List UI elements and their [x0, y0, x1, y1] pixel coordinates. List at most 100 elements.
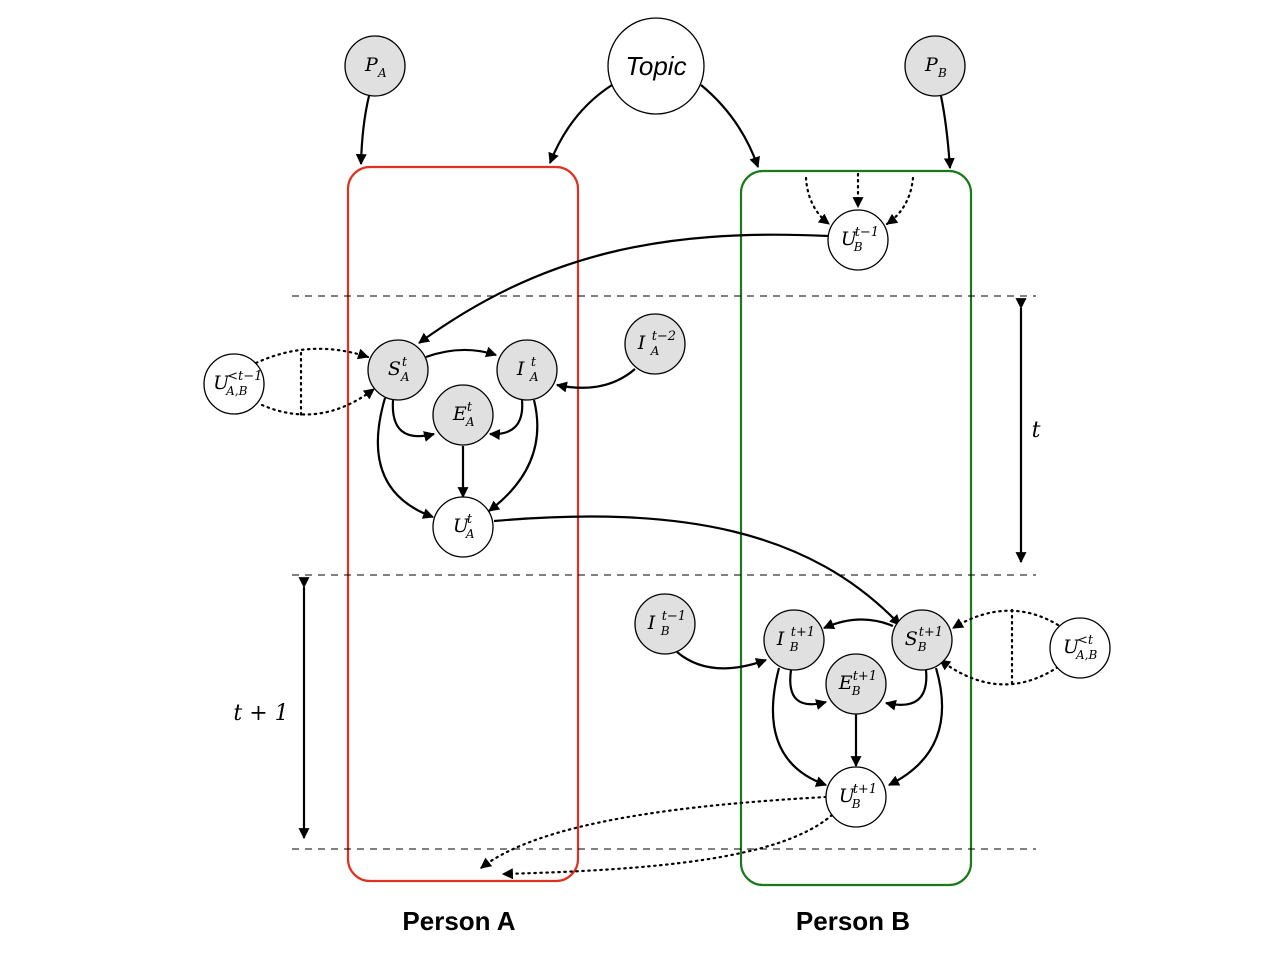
node-subscript: A	[529, 370, 539, 384]
node-subscript: B	[937, 66, 947, 80]
node-subscript: A,B	[225, 384, 247, 398]
node-circle	[344, 35, 406, 97]
dotted-edge-hist2-to-sb-top	[951, 609, 1060, 630]
dotted-edge-ub-to-a-2	[501, 813, 834, 880]
node-subscript: B	[917, 640, 927, 654]
node-variable: S	[905, 628, 918, 650]
edge-sa-to-ea	[391, 399, 436, 442]
node-u-a: UtA	[432, 496, 494, 558]
edge-ia-prev-to-ia	[555, 368, 636, 393]
edge-sb-to-ub	[888, 667, 944, 786]
time-label-t-plus-1: t + 1	[233, 701, 288, 726]
node-superscript: t+1	[853, 669, 877, 684]
node-circle	[496, 339, 558, 401]
node-u-ab-hist2: U<tA,B	[1049, 617, 1111, 679]
person-a-label: Person A	[402, 906, 515, 936]
node-variable: U	[213, 372, 230, 394]
node-subscript: B	[851, 684, 861, 698]
node-circle	[904, 35, 966, 97]
node-u-ab-hist: U<t−1A,B	[203, 353, 265, 415]
dotted-edge-hist-to-sa-bottom	[260, 387, 376, 416]
node-circle	[624, 313, 686, 375]
node-variable: I	[647, 612, 656, 634]
dotted-edge-in-ub-prev-left	[804, 176, 831, 226]
node-subscript: A	[465, 415, 475, 429]
node-subscript: A,B	[1075, 648, 1097, 662]
node-subscript: A	[465, 527, 475, 541]
node-variable: U	[841, 228, 858, 250]
node-variable: E	[452, 403, 467, 425]
node-variable: I	[516, 358, 525, 380]
topic-label: Topic	[625, 51, 686, 81]
node-variable: I	[637, 332, 646, 354]
node-superscript: <t	[1077, 633, 1094, 648]
node-subscript: B	[851, 797, 861, 811]
node-superscript: t	[467, 400, 473, 415]
edge-ib-to-ub	[771, 667, 828, 787]
node-variable: P	[364, 54, 379, 76]
person-b-label: Person B	[796, 906, 910, 936]
edge-sa-to-ua	[376, 397, 435, 519]
dotted-edge-hist2-to-sb-bottom	[938, 658, 1060, 686]
edge-ia-to-ua	[488, 399, 539, 512]
node-subscript: A	[377, 66, 387, 80]
node-superscript: t−1	[855, 225, 879, 240]
node-subscript: A	[650, 344, 660, 358]
edge-pa-to-box-a	[355, 95, 371, 166]
dotted-edge-ub-to-a-1	[479, 795, 828, 870]
edge-ub-prev-to-sa	[418, 233, 829, 344]
node-u-b: Ut+1B	[825, 766, 887, 828]
node-circle	[367, 339, 429, 401]
edge-ib-prev-to-ib	[676, 651, 768, 670]
node-subscript: B	[660, 624, 670, 638]
topic-node: Topic	[607, 17, 705, 115]
node-superscript: t−1	[662, 609, 686, 624]
node-circle	[432, 496, 494, 558]
node-subscript: A	[400, 370, 410, 384]
dotted-edge-hist-to-sa-top	[254, 347, 370, 365]
edge-topic-to-b	[700, 84, 760, 169]
node-superscript: t	[531, 355, 537, 370]
node-circle	[203, 353, 265, 415]
edge-pb-to-box-b	[939, 95, 955, 170]
node-circle	[634, 593, 696, 655]
node-subscript: B	[853, 240, 863, 254]
node-superscript: t+1	[791, 625, 815, 640]
node-superscript: t+1	[919, 625, 943, 640]
edge-sb-to-eb	[884, 669, 928, 711]
node-circle	[891, 609, 953, 671]
node-circle	[827, 209, 889, 271]
edge-ia-to-ea	[488, 399, 524, 441]
dotted-edge-in-ub-prev-right	[885, 176, 915, 226]
node-variable: E	[838, 672, 853, 694]
node-superscript: t+1	[853, 782, 877, 797]
edge-topic-to-a	[548, 84, 613, 165]
node-variable: U	[1063, 636, 1080, 658]
time-label-t: t	[1032, 418, 1041, 443]
node-superscript: <t−1	[227, 369, 262, 384]
node-variable: P	[924, 54, 939, 76]
node-circle	[825, 766, 887, 828]
node-superscript: t	[467, 512, 473, 527]
person-b-box	[739, 169, 973, 887]
node-subscript: B	[789, 640, 799, 654]
node-circle	[1049, 617, 1111, 679]
node-variable: I	[776, 628, 785, 650]
node-variable: U	[453, 515, 470, 537]
edge-ib-to-eb	[789, 669, 828, 710]
node-u-b-prev: Ut−1B	[827, 209, 889, 271]
node-circle	[432, 384, 494, 446]
node-variable: U	[839, 785, 856, 807]
edge-sa-to-ia	[425, 346, 498, 359]
node-circle	[763, 609, 825, 671]
